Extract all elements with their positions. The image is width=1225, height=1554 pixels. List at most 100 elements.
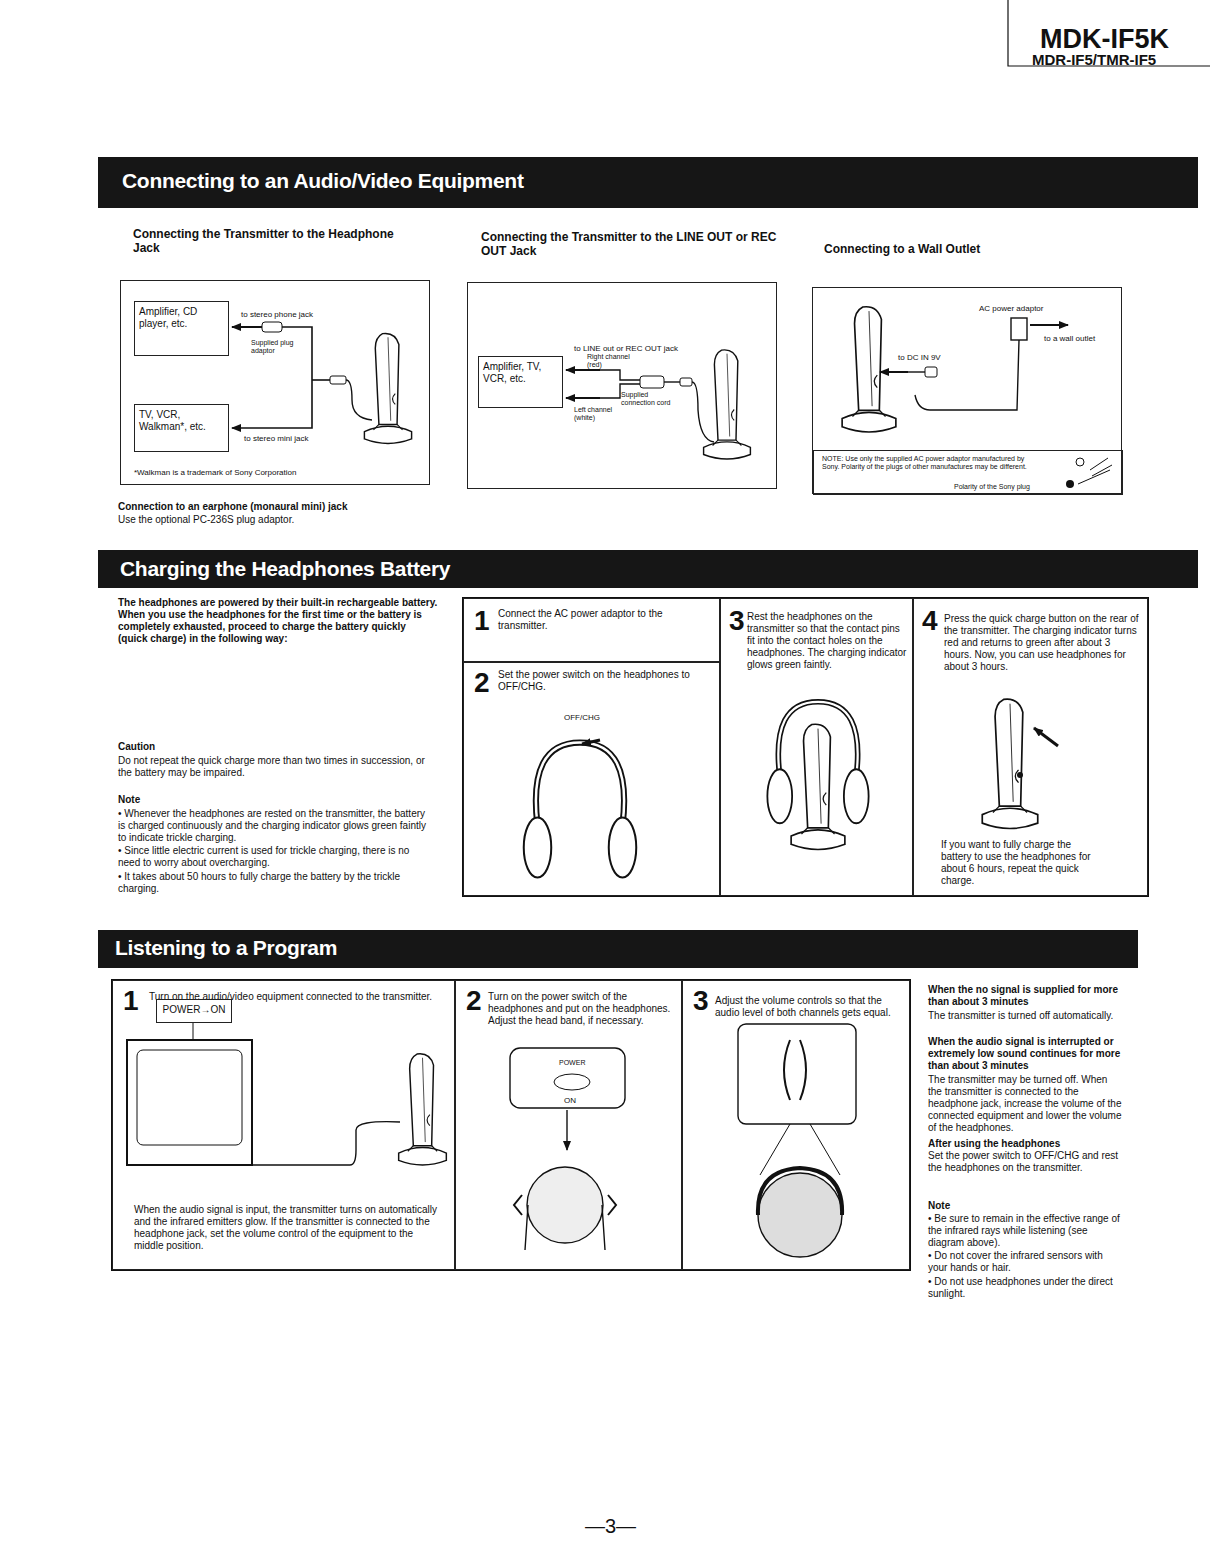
- illustration-rect: [127, 1040, 252, 1165]
- illustration-use: [842, 307, 896, 432]
- label-text: After using the headphones: [928, 1138, 1123, 1150]
- label-text: —3—: [585, 1515, 645, 1537]
- node-text: 2: [466, 987, 490, 1015]
- illustration-rect: [925, 367, 937, 377]
- illustration-path: [346, 380, 372, 420]
- label-text: • Since little electric current is used …: [118, 845, 428, 869]
- step-box: 3Adjust the volume controls so that the …: [682, 980, 910, 1270]
- illustration-path: [784, 1040, 806, 1100]
- illustration-path: [312, 379, 330, 381]
- node-text: TV, VCR, Walkman*, etc.: [139, 409, 224, 433]
- step-box: 1Turn on the audio/video equipment conne…: [112, 980, 455, 1270]
- node-text: OFF/CHG: [564, 713, 624, 723]
- illustration-use: [767, 702, 868, 824]
- illustration-line: [566, 369, 600, 371]
- illustration-path: [582, 740, 600, 744]
- node-text: Supplied connection cord: [621, 391, 681, 407]
- illustration-use: [791, 724, 845, 849]
- illustration-line: [880, 371, 908, 373]
- illustration-use: [704, 350, 751, 459]
- node-text: Connecting to a Wall Outlet: [824, 242, 1114, 256]
- node-text: 1: [123, 987, 147, 1015]
- panel-frame: NOTE: Use only the supplied AC power ada…: [813, 450, 1123, 495]
- illustration-line: [566, 397, 600, 399]
- node-text: Turn on the power switch of the headphon…: [488, 991, 673, 1027]
- illustration-circle: [758, 1173, 842, 1257]
- illustration-line: [1030, 324, 1068, 326]
- illustration-rect: [330, 376, 346, 384]
- node-text: When the audio signal is input, the tran…: [134, 1204, 444, 1252]
- section-band: Charging the Headphones Battery: [98, 550, 1198, 588]
- illustration-ellipse: [554, 1074, 590, 1090]
- label-text: When the audio signal is interrupted or …: [928, 1036, 1123, 1072]
- node-text: Charging the Headphones Battery: [120, 556, 820, 582]
- device-box: Amplifier, TV, VCR, etc.: [478, 356, 563, 408]
- label-text: When the no signal is supplied for more …: [928, 984, 1123, 1008]
- step-box: 3Rest the headphones on the transmitter …: [720, 598, 913, 896]
- label-text: • Whenever the headphones are rested on …: [118, 808, 428, 844]
- node-text: Connecting the Transmitter to the LINE O…: [481, 230, 781, 258]
- label-text: Set the power switch to OFF/CHG and rest…: [928, 1150, 1123, 1174]
- node-text: ON: [564, 1096, 594, 1106]
- illustration-path: [664, 381, 680, 382]
- step-box: 1Connect the AC power adaptor to the tra…: [463, 598, 720, 662]
- node-text: to a wall outlet: [1044, 334, 1119, 344]
- illustration-use: [982, 699, 1037, 828]
- label-text: • Do not use headphones under the direct…: [928, 1276, 1123, 1300]
- illustration-rect: [137, 1050, 242, 1145]
- node-text: Polarity of the Sony plug: [954, 483, 1064, 491]
- section-band: Listening to a Program: [98, 930, 1138, 968]
- node-text: AC power adaptor: [979, 304, 1079, 314]
- illustration-rect: [262, 322, 282, 332]
- illustration-rect: [463, 598, 1148, 896]
- illustration-path: [514, 1195, 616, 1215]
- illustration-use: [364, 333, 411, 443]
- node-text: Press the quick charge button on the rea…: [944, 613, 1139, 673]
- label-text: MDR-IF5/TMR-IF5: [1032, 51, 1212, 68]
- illustration-rect: [510, 1048, 625, 1108]
- illustration-line: [232, 326, 265, 328]
- node-text: Connecting to an Audio/Video Equipment: [122, 168, 822, 194]
- illustration-circle: [1017, 772, 1023, 778]
- label-text: The transmitter may be turned off. When …: [928, 1074, 1123, 1134]
- node-text: POWER→ON: [161, 1004, 227, 1016]
- node-text: Set the power switch on the headphones t…: [498, 669, 708, 693]
- node-text: Left channel (white): [574, 406, 634, 422]
- label-text: Connection to an earphone (monaural mini…: [118, 501, 448, 513]
- label-text: Caution: [118, 741, 218, 753]
- illustration-path: [758, 1168, 842, 1215]
- node-text: Right channel (red): [587, 353, 639, 369]
- illustration-rect: [1011, 318, 1027, 340]
- illustration-circle: [527, 1167, 603, 1243]
- step-box: 2Set the power switch on the headphones …: [463, 662, 720, 896]
- panel-frame: Connecting to a Wall OutletAC power adap…: [812, 287, 1122, 494]
- node-text: Listening to a Program: [115, 935, 815, 961]
- illustration-path: [1090, 458, 1112, 476]
- illustration-path: [525, 1205, 605, 1250]
- node-text: to stereo phone jack: [241, 310, 361, 320]
- node-text: Adjust the volume controls so that the a…: [715, 995, 900, 1019]
- node-text: to DC IN 9V: [898, 353, 968, 363]
- label-text: Do not repeat the quick charge more than…: [118, 755, 428, 779]
- illustration-path: [915, 340, 1019, 410]
- illustration-rect: [112, 980, 910, 1270]
- node-text: Rest the headphones on the transmitter s…: [747, 611, 907, 671]
- illustration-rect: [738, 1024, 856, 1124]
- illustration-use: [399, 1054, 447, 1165]
- device-box: Amplifier, CD player, etc.: [134, 301, 229, 356]
- node-text: 1: [474, 607, 498, 635]
- device-box: TV, VCR, Walkman*, etc.: [134, 404, 229, 452]
- device-box: POWER→ON: [156, 999, 232, 1023]
- node-text: 3: [693, 987, 717, 1015]
- node-text: 4: [922, 607, 946, 635]
- panel-frame: Connecting the Transmitter to the LINE O…: [467, 282, 777, 489]
- label-text: • Do not cover the infrared sensors with…: [928, 1250, 1123, 1274]
- node-text: to stereo mini jack: [244, 434, 364, 444]
- section-band: Connecting to an Audio/Video Equipment: [98, 157, 1198, 208]
- node-text: NOTE: Use only the supplied AC power ada…: [822, 455, 1027, 471]
- label-text: Note: [928, 1200, 1028, 1212]
- node-text: Amplifier, TV, VCR, etc.: [483, 361, 558, 385]
- label-text: The transmitter is turned off automatica…: [928, 1010, 1123, 1022]
- node-text: Amplifier, CD player, etc.: [139, 306, 224, 330]
- illustration-circle: [1076, 458, 1084, 466]
